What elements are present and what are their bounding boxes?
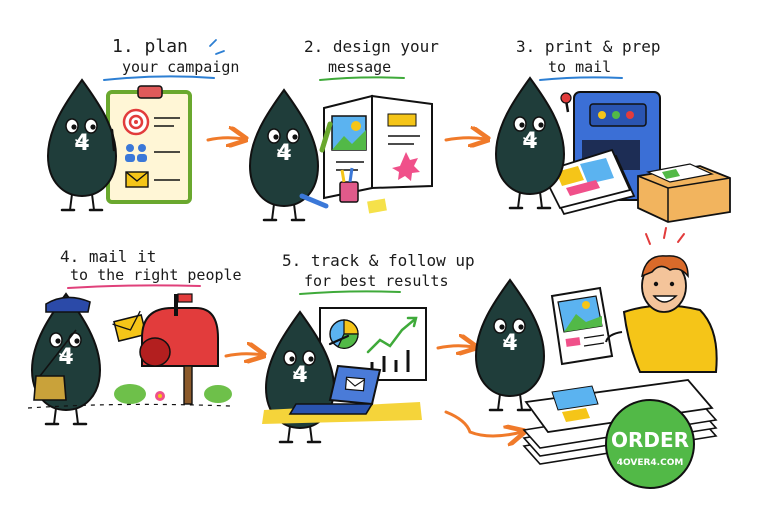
bushes-icon [114,384,232,404]
sticky-note-icon [367,198,387,214]
postcard-icon [550,286,614,366]
mailbox-icon [139,293,219,405]
target-icon [122,108,150,136]
envelope-icon [125,171,149,188]
pencil-icon [299,121,333,209]
step-4-title: 4. mail it [60,247,156,266]
step-1-subtitle: your campaign [122,58,239,76]
mascot-label-1: 4 [74,131,89,156]
laptop-icon [288,364,382,415]
step-2: 2. design your message 4 [248,37,439,222]
step-2-underline [319,76,405,81]
step-4-underline [67,284,201,289]
pie-chart-icon [329,319,359,349]
mascot-label-3: 4 [522,129,537,154]
step-3-underline [539,76,623,81]
arrow-5-result [436,346,474,348]
mascot-label-5: 4 [292,363,307,388]
customer-icon [605,227,718,373]
mascot-label-result: 4 [502,331,517,356]
brochure-icon [323,94,433,200]
mascot-label-2: 4 [276,141,291,166]
step-5-underline [299,290,401,295]
step-3: 3. print & prep to mail 4 [494,37,731,223]
step-4: 4. mail it to the right people 4 [27,247,242,426]
order-badge[interactable]: ORDER 4OVER4.COM [605,399,695,489]
box-icon [637,163,731,223]
step-1-title: 1. plan [112,36,188,57]
arrow-2-3 [444,138,486,140]
step-3-title: 3. print & prep [516,37,661,56]
people-icon [125,144,147,162]
clipboard-icon [106,85,192,204]
step-2-title: 2. design your [304,37,439,56]
arrow-4-5 [224,354,262,356]
step-5: 5. track & follow up for best results 4 [262,251,475,444]
order-badge-title: ORDER [611,428,689,452]
step-1-underline [103,75,215,81]
step-2-subtitle: message [328,58,391,76]
order-badge-url: 4OVER4.COM [617,458,684,468]
mailbag-icon [33,329,77,401]
step-3-subtitle: to mail [548,58,611,76]
step-5-title: 5. track & follow up [282,251,475,270]
mail-cap-icon [45,296,91,313]
pencil-cup-icon [339,181,359,203]
line-chart-icon [366,316,418,372]
postcard-stack-icon [540,148,636,216]
step-4-subtitle: to the right people [70,266,242,284]
result-scene: 4 ORD [474,227,718,489]
step-5-subtitle: for best results [304,272,449,290]
arrow-1-2 [206,138,244,140]
mascot-label-4: 4 [58,345,73,370]
envelope-icon-2 [112,310,147,342]
arrow-5-order [444,410,522,436]
step-1: 1. plan your campaign [46,36,239,212]
